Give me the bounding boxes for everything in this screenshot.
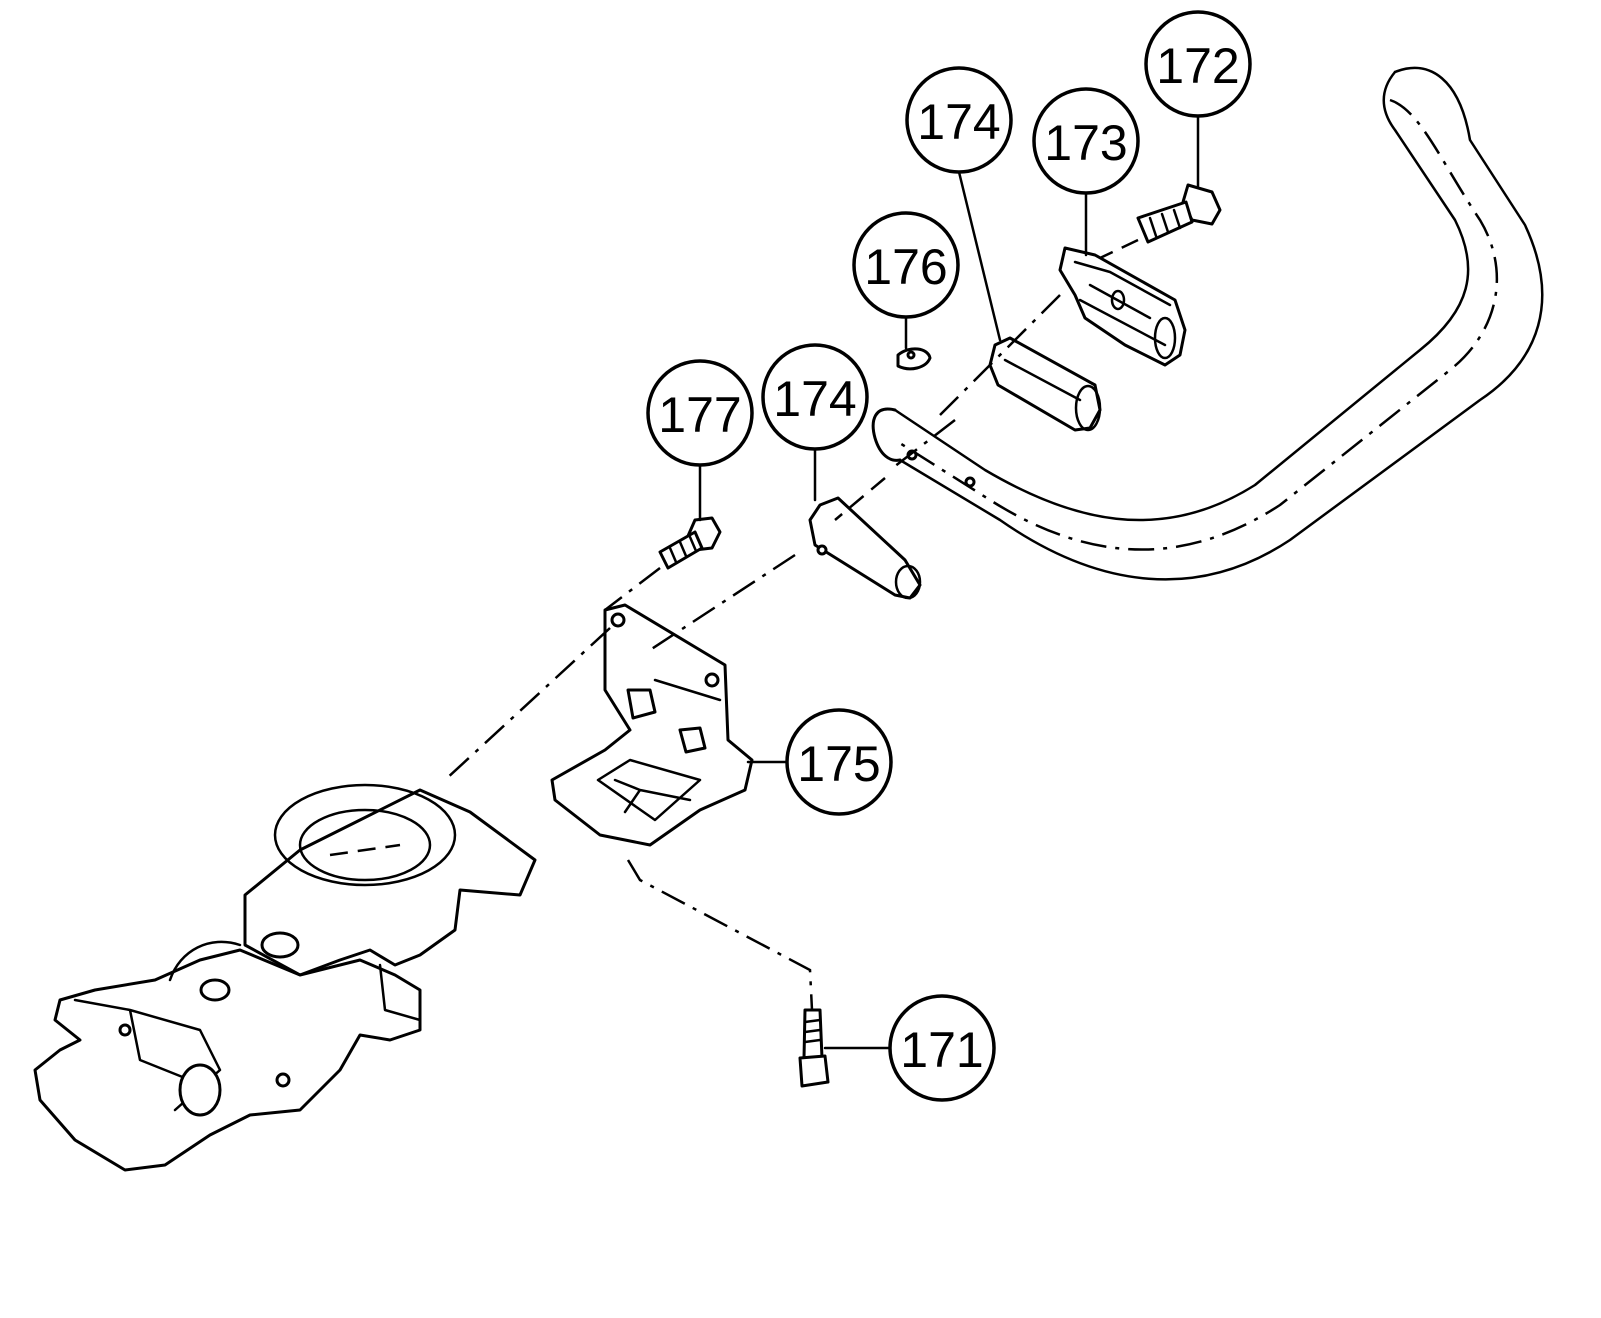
callout-174-lower: 174: [761, 343, 869, 451]
callout-174-lower-label: 174: [773, 371, 856, 427]
clamp-173: [1058, 246, 1187, 367]
callout-172-label: 172: [1156, 38, 1239, 94]
sleeve-174-lower: [808, 496, 922, 600]
callout-173: 173: [1032, 87, 1140, 195]
clip-176: [896, 347, 932, 371]
engine-housing: [33, 783, 537, 1172]
callout-177-label: 177: [658, 387, 741, 443]
callout-176-label: 176: [864, 239, 947, 295]
assembly-lines: [444, 294, 1061, 1011]
callout-176: 176: [852, 211, 960, 319]
handle-bar-tube: [871, 66, 1544, 581]
callout-175-label: 175: [797, 736, 880, 792]
screw-177: [658, 516, 722, 570]
bolt-172: [1099, 183, 1222, 260]
sleeve-174-upper: [988, 336, 1102, 432]
screw-171: [798, 1008, 830, 1088]
callout-171: 171: [888, 994, 996, 1102]
callout-173-label: 173: [1044, 115, 1127, 171]
callout-172: 172: [1144, 10, 1252, 118]
callout-174-upper: 174: [905, 66, 1013, 174]
callout-174-upper-label: 174: [917, 94, 1000, 150]
leader-lines: [698, 114, 1200, 1050]
callout-175: 175: [785, 708, 893, 816]
bracket-175: [550, 603, 754, 847]
callout-171-label: 171: [900, 1022, 983, 1078]
callout-177: 177: [646, 359, 754, 467]
